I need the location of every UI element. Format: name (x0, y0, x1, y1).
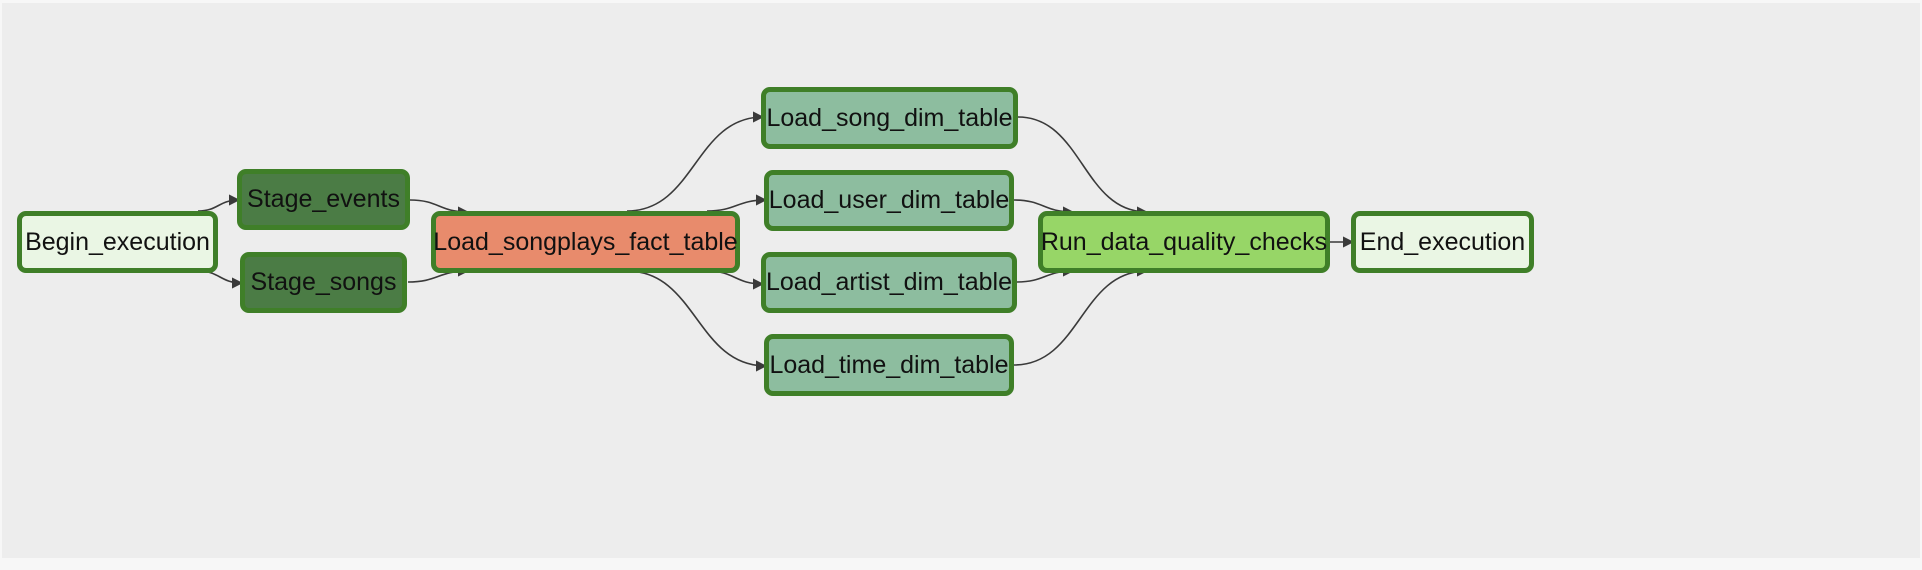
dag-graph-canvas: Begin_execution Stage_events Stage_songs… (2, 3, 1920, 558)
task-load-user-dim-table[interactable]: Load_user_dim_table (764, 170, 1014, 231)
task-load-artist-dim-table[interactable]: Load_artist_dim_table (761, 252, 1017, 313)
edge-song_dim-to-quality (1017, 116, 1149, 218)
task-stage-events[interactable]: Stage_events (237, 169, 410, 230)
task-run-data-quality-checks[interactable]: Run_data_quality_checks (1038, 211, 1330, 273)
task-load-songplays-fact-table[interactable]: Load_songplays_fact_table (431, 211, 740, 273)
edge-begin-to-stage_events (197, 194, 241, 212)
task-stage-songs[interactable]: Stage_songs (240, 252, 407, 313)
task-load-time-dim-table[interactable]: Load_time_dim_table (764, 334, 1014, 396)
dag-edges (197, 111, 1355, 372)
edge-fact-to-time_dim (626, 270, 768, 372)
edge-time_dim-to-quality (1013, 265, 1149, 366)
task-end-execution[interactable]: End_execution (1351, 211, 1534, 273)
task-begin-execution[interactable]: Begin_execution (17, 211, 218, 273)
edge-fact-to-song_dim (626, 111, 765, 212)
task-load-song-dim-table[interactable]: Load_song_dim_table (761, 87, 1018, 149)
edge-fact-to-user_dim (706, 194, 768, 212)
